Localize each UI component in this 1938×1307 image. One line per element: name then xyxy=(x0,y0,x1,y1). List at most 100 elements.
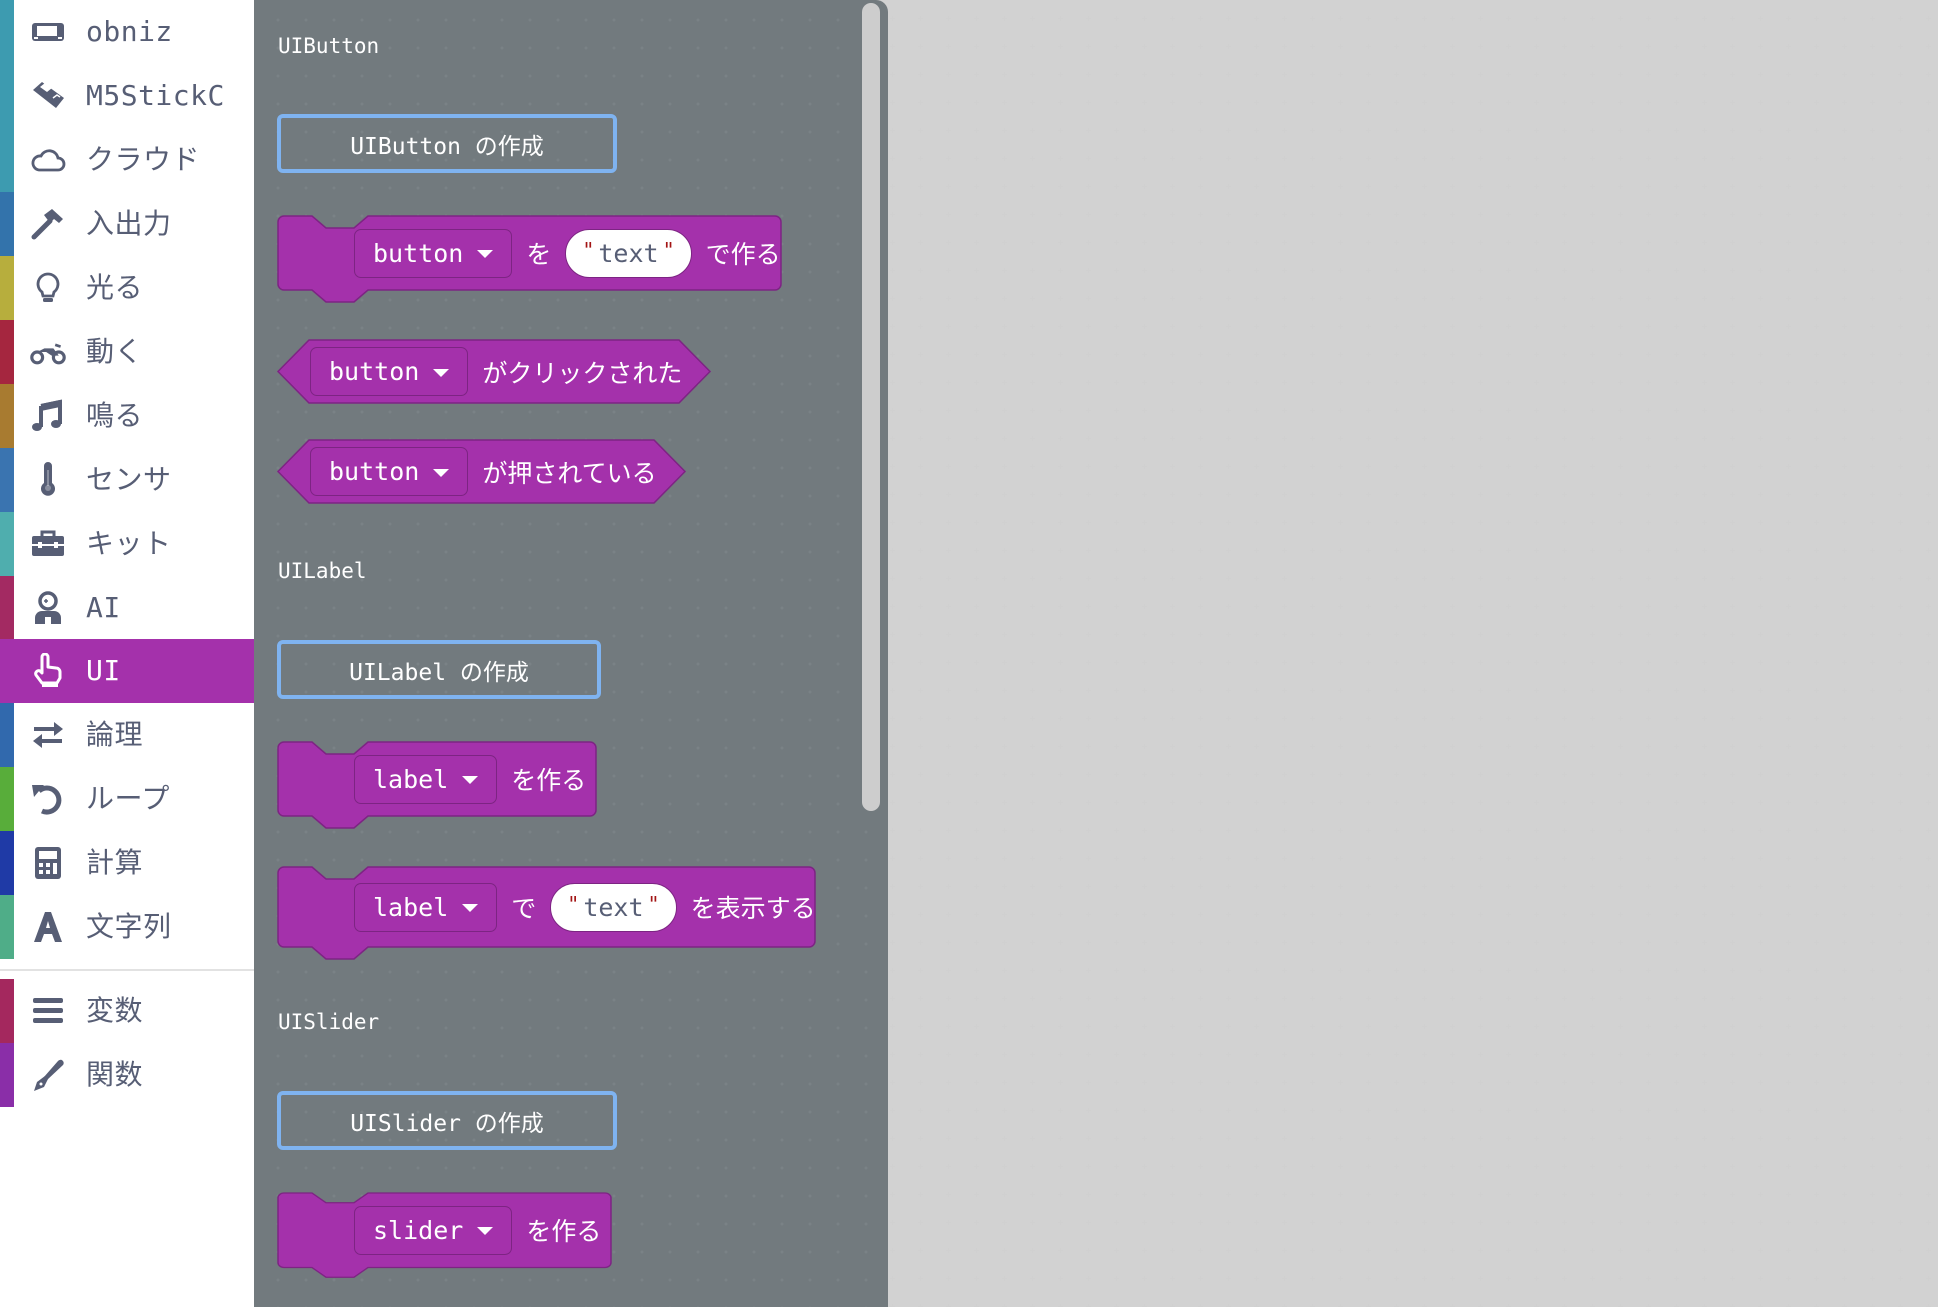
category-label: AI xyxy=(86,591,121,624)
thermometer-icon xyxy=(26,462,70,498)
category-text[interactable]: 文字列 xyxy=(0,895,254,959)
toolbox-sidebar: obniz M5StickC クラウド 入出力 光る 動く xyxy=(0,0,254,1307)
quote-open: " xyxy=(567,892,580,916)
category-color-stripe xyxy=(0,256,14,320)
block-text: がクリックされた xyxy=(482,358,683,388)
category-sound[interactable]: 鳴る xyxy=(0,384,254,448)
block-text: が押されている xyxy=(482,458,657,488)
block-button-clicked[interactable]: button がクリックされた xyxy=(276,339,712,404)
category-color-stripe xyxy=(0,320,14,384)
category-label: UI xyxy=(86,654,121,687)
block-text: を作る xyxy=(511,766,587,795)
category-label: 文字列 xyxy=(86,910,172,943)
category-label: 変数 xyxy=(86,994,144,1027)
category-color-stripe xyxy=(0,512,14,576)
variable-dropdown[interactable]: slider xyxy=(354,1205,513,1255)
dropdown-caret-icon xyxy=(477,250,494,258)
lightbulb-icon xyxy=(26,270,70,306)
variable-dropdown[interactable]: label xyxy=(354,754,498,804)
category-loop[interactable]: ループ xyxy=(0,767,254,831)
exchange-arrows-icon xyxy=(26,717,70,753)
cloud-icon xyxy=(26,142,70,178)
category-functions[interactable]: 関数 xyxy=(0,1043,254,1107)
block-text: を xyxy=(526,240,552,269)
block-button-pressed[interactable]: button が押されている xyxy=(276,439,687,504)
block-text: を作る xyxy=(526,1217,602,1246)
text-input-pill[interactable]: " text " xyxy=(565,228,692,278)
motorcycle-icon xyxy=(26,334,70,370)
category-cloud[interactable]: クラウド xyxy=(0,128,254,192)
obniz-board-icon xyxy=(26,14,70,50)
category-label: 関数 xyxy=(86,1058,144,1091)
category-color-stripe xyxy=(0,979,14,1043)
category-logic[interactable]: 論理 xyxy=(0,703,254,767)
category-io[interactable]: 入出力 xyxy=(0,192,254,256)
variable-dropdown[interactable]: button xyxy=(354,228,513,278)
category-color-stripe xyxy=(0,384,14,448)
create-uislider-button[interactable]: UISlider の作成 xyxy=(277,1091,617,1150)
block-label-display[interactable]: label で " text " を表示する xyxy=(277,866,816,960)
category-move[interactable]: 動く xyxy=(0,320,254,384)
variable-dropdown[interactable]: label xyxy=(354,882,498,932)
category-label: 動く xyxy=(86,335,144,368)
block-create-button[interactable]: button を " text " で作る xyxy=(277,215,782,304)
category-label: ループ xyxy=(86,782,170,815)
block-text: を表示する xyxy=(690,894,816,923)
dropdown-caret-icon xyxy=(433,368,450,377)
category-label: M5StickC xyxy=(86,79,225,112)
category-kit[interactable]: キット xyxy=(0,512,254,576)
block-text: で作る xyxy=(705,240,781,269)
category-math[interactable]: 計算 xyxy=(0,831,254,895)
category-color-stripe xyxy=(0,1043,14,1107)
create-uibutton-button[interactable]: UIButton の作成 xyxy=(277,114,617,173)
category-color-stripe xyxy=(0,576,14,640)
category-color-stripe xyxy=(0,448,14,512)
category-light[interactable]: 光る xyxy=(0,256,254,320)
letter-a-icon xyxy=(26,909,70,945)
hammer-icon xyxy=(26,206,70,242)
category-ui[interactable]: UI xyxy=(0,639,254,703)
category-label: 光る xyxy=(86,271,144,304)
m5stickc-device-icon xyxy=(26,78,70,114)
block-create-label[interactable]: label を作る xyxy=(277,741,597,830)
category-sensor[interactable]: センサ xyxy=(0,448,254,512)
category-color-stripe xyxy=(0,895,14,959)
toolbox-icon xyxy=(26,526,70,562)
category-label: センサ xyxy=(86,463,172,496)
category-color-stripe xyxy=(0,64,14,128)
category-label: 計算 xyxy=(86,846,144,879)
quote-close: " xyxy=(647,892,660,916)
category-variables[interactable]: 変数 xyxy=(0,979,254,1043)
section-heading-uibutton: UIButton xyxy=(278,34,380,58)
dropdown-caret-icon xyxy=(433,468,450,477)
category-label: クラウド xyxy=(86,143,201,176)
category-label: 論理 xyxy=(86,718,144,751)
create-uilabel-button[interactable]: UILabel の作成 xyxy=(277,640,601,699)
section-heading-uislider: UISlider xyxy=(278,1010,380,1034)
variable-dropdown[interactable]: button xyxy=(310,447,469,496)
toolbox-separator xyxy=(0,969,254,971)
text-input-pill[interactable]: " text " xyxy=(550,882,677,932)
category-obniz[interactable]: obniz xyxy=(0,0,254,64)
dropdown-caret-icon xyxy=(462,904,479,912)
variable-dropdown[interactable]: button xyxy=(310,347,469,396)
redo-loop-icon xyxy=(26,781,70,817)
quote-open: " xyxy=(582,238,595,262)
category-ai[interactable]: AI xyxy=(0,576,254,640)
block-flyout xyxy=(254,0,888,1307)
list-bars-icon xyxy=(26,993,70,1029)
category-color-stripe xyxy=(0,831,14,895)
dropdown-caret-icon xyxy=(462,776,479,784)
flyout-scrollbar[interactable] xyxy=(862,3,880,811)
category-color-stripe xyxy=(0,703,14,767)
category-m5stickc[interactable]: M5StickC xyxy=(0,64,254,128)
pointing-hand-icon xyxy=(26,653,70,689)
section-heading-uilabel: UILabel xyxy=(278,559,367,583)
quote-close: " xyxy=(662,238,675,262)
category-label: obniz xyxy=(86,15,173,48)
pen-nib-icon xyxy=(26,1057,70,1093)
category-color-stripe xyxy=(0,0,14,64)
block-create-slider[interactable]: slider を作る xyxy=(277,1192,612,1281)
category-color-stripe xyxy=(0,128,14,192)
category-color-stripe xyxy=(0,767,14,831)
